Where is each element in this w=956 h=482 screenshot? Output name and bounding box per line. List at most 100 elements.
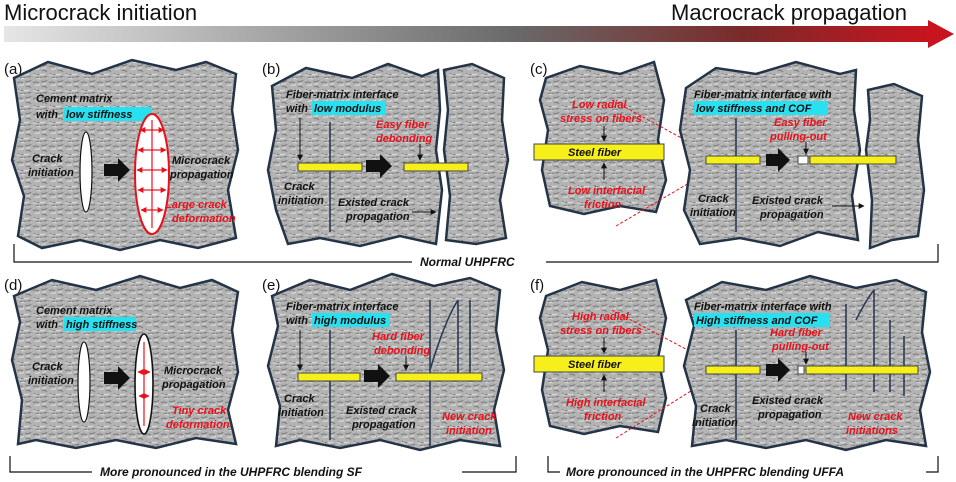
panel-f-new-cracks (845, 289, 905, 396)
panel-b-highlight (312, 101, 386, 115)
panel-a-label: (a) (4, 61, 22, 78)
panel-c-fiber-1 (705, 155, 761, 165)
panel-e-highlight (312, 313, 390, 327)
panel-b-fiber-2 (403, 162, 469, 172)
panel-a-red-1: Large crack (165, 199, 228, 211)
panel-f-red-3: New crack (848, 411, 903, 423)
panel-a-step-arrow (104, 158, 130, 182)
panel-e-crack-2: initiation (278, 407, 324, 419)
panel-f-fiber-gap (797, 365, 805, 375)
panel-c-steel-fiber-label: Steel fiber (568, 147, 622, 159)
panel-b-fiber-1 (297, 162, 363, 172)
panel-c-red-bot-2: friction (584, 199, 622, 211)
panel-c-steel-fiber (533, 143, 665, 161)
panel-e-fiber-2 (395, 372, 483, 382)
panel-f-red-2: pulling-out (771, 341, 830, 353)
panel-c-existed-2: propagation (759, 209, 824, 221)
panel-d-crack-1: Crack (32, 361, 63, 373)
panel-a-crack-ellipse (79, 131, 93, 213)
panel-f-red-top-1: High radial (572, 311, 630, 323)
panel-c-fiber-2 (809, 155, 897, 165)
panel-c-crack-1: Crack (698, 193, 729, 205)
panel-c-red-bot-1: Low interfacial (568, 185, 646, 197)
panel-d-title-2-hl: high stiffness (66, 319, 137, 331)
panel-f-red-bot-1: High interfacial (566, 397, 646, 409)
panel-a: (a) Cement matrix with low stiffness Cra… (4, 58, 240, 252)
progress-arrow (4, 20, 954, 48)
panel-d-red-1: Tiny crack (172, 405, 227, 417)
panel-d-micro-2: propagation (161, 379, 226, 391)
panel-d-title-2-pre: with (36, 319, 58, 331)
panel-c-crack-2: initiation (690, 207, 736, 219)
panel-e-step-arrow (364, 364, 390, 388)
panel-a-title-2-pre: with (36, 109, 58, 121)
panel-a-micro-1: Microcrack (172, 155, 231, 167)
panel-e-label: (e) (262, 277, 280, 294)
panel-c-title-1: Fiber-matrix interface with (694, 89, 832, 101)
panel-f-highlight (694, 313, 830, 327)
panel-f-red-bot-2: friction (584, 411, 622, 423)
panel-d: (d) Cement matrix with high stiffness Cr… (4, 274, 240, 450)
panel-e-red-1: Hard fiber (372, 331, 425, 343)
panel-e-title-2-pre: with (286, 315, 308, 327)
panel-f-red-1: Hard fiber (770, 327, 823, 339)
bracket-top: Normal UHPFRC (13, 244, 939, 269)
panel-e-red-2: debonding (374, 345, 430, 357)
panel-b-existed-1: Existed crack (338, 197, 410, 209)
panel-c-matrix-right (864, 82, 926, 250)
panel-f-step-arrow (766, 358, 790, 382)
panel-b-red-2: debonding (376, 133, 432, 145)
panel-b-label: (b) (262, 61, 280, 78)
panel-e-red-4: initiation (446, 425, 492, 437)
panel-d-deformation-arrows (137, 342, 151, 426)
panel-c-highlight (694, 101, 828, 115)
panel-f-crack-2: initiation (692, 417, 738, 429)
panel-f: (f) High radial stress on fibers Steel f… (530, 274, 932, 452)
panel-d-step-arrow (104, 366, 130, 390)
panel-c-red-top-2: stress on fibers (560, 113, 642, 125)
panel-b-crack-1: Crack (284, 181, 315, 193)
panel-c-red-1: Easy fiber (774, 117, 827, 129)
panel-d-label: (d) (4, 277, 22, 294)
panel-c-red-top-1: Low radial (572, 99, 627, 111)
panel-f-crack-1: Crack (700, 403, 731, 415)
panel-c: (c) Low radial stress on fibers Steel fi… (530, 60, 926, 250)
panel-a-red-2: deformation (172, 213, 236, 225)
panel-a-crack-1: Crack (32, 153, 63, 165)
panel-e-new-cracks (429, 299, 471, 380)
bracket-top-label: Normal UHPFRC (420, 255, 515, 269)
panel-b-matrix-right (442, 62, 510, 246)
panel-f-label: (f) (530, 277, 544, 294)
panel-f-title-1: Fiber-matrix interface with (694, 301, 832, 313)
panel-e-red-3: New crack (442, 411, 497, 423)
panel-b-red-1: Easy fiber (376, 119, 429, 131)
panel-a-crack-2: initiation (28, 167, 74, 179)
panel-c-title-2-hl: low stiffness and COF (696, 103, 812, 115)
panel-b-matrix-left (266, 62, 444, 248)
bracket-bottom-left-label: More pronounced in the UHPFRC blending S… (100, 465, 363, 479)
panel-e-crack-1: Crack (284, 393, 315, 405)
panel-b: (b) Fiber-matrix interface with low modu… (262, 61, 510, 248)
panel-c-step-arrow (766, 148, 790, 172)
panel-f-existed-1: Existed crack (752, 395, 824, 407)
panel-e-fiber-1 (297, 372, 361, 382)
panel-c-red-2: pulling-out (769, 131, 828, 143)
panel-e: (e) Fiber-matrix interface with high mod… (262, 272, 506, 452)
panel-d-red-2: deformation (166, 419, 230, 431)
panel-b-title-2-pre: with (286, 103, 308, 115)
panel-a-deformation-arrows (136, 120, 168, 228)
panel-f-steel-fiber-label: Steel fiber (568, 359, 622, 371)
panel-d-title-1: Cement matrix (36, 305, 113, 317)
panel-f-steel-fiber (533, 355, 665, 373)
panel-b-title-1: Fiber-matrix interface (286, 89, 398, 101)
header-right-title: Macrocrack propagation (671, 0, 907, 25)
panel-c-existed-1: Existed crack (752, 195, 824, 207)
panel-e-existed-1: Existed crack (346, 405, 418, 417)
panel-c-fiber-gap (797, 155, 809, 165)
panel-a-micro-2: propagation (169, 169, 234, 181)
panel-e-title-2-hl: high modulus (314, 315, 386, 327)
panel-f-title-2-hl: High stiffness and COF (696, 315, 818, 327)
panel-b-title-2-hl: low modulus (314, 103, 381, 115)
panel-b-crack-2: initiation (278, 195, 324, 207)
